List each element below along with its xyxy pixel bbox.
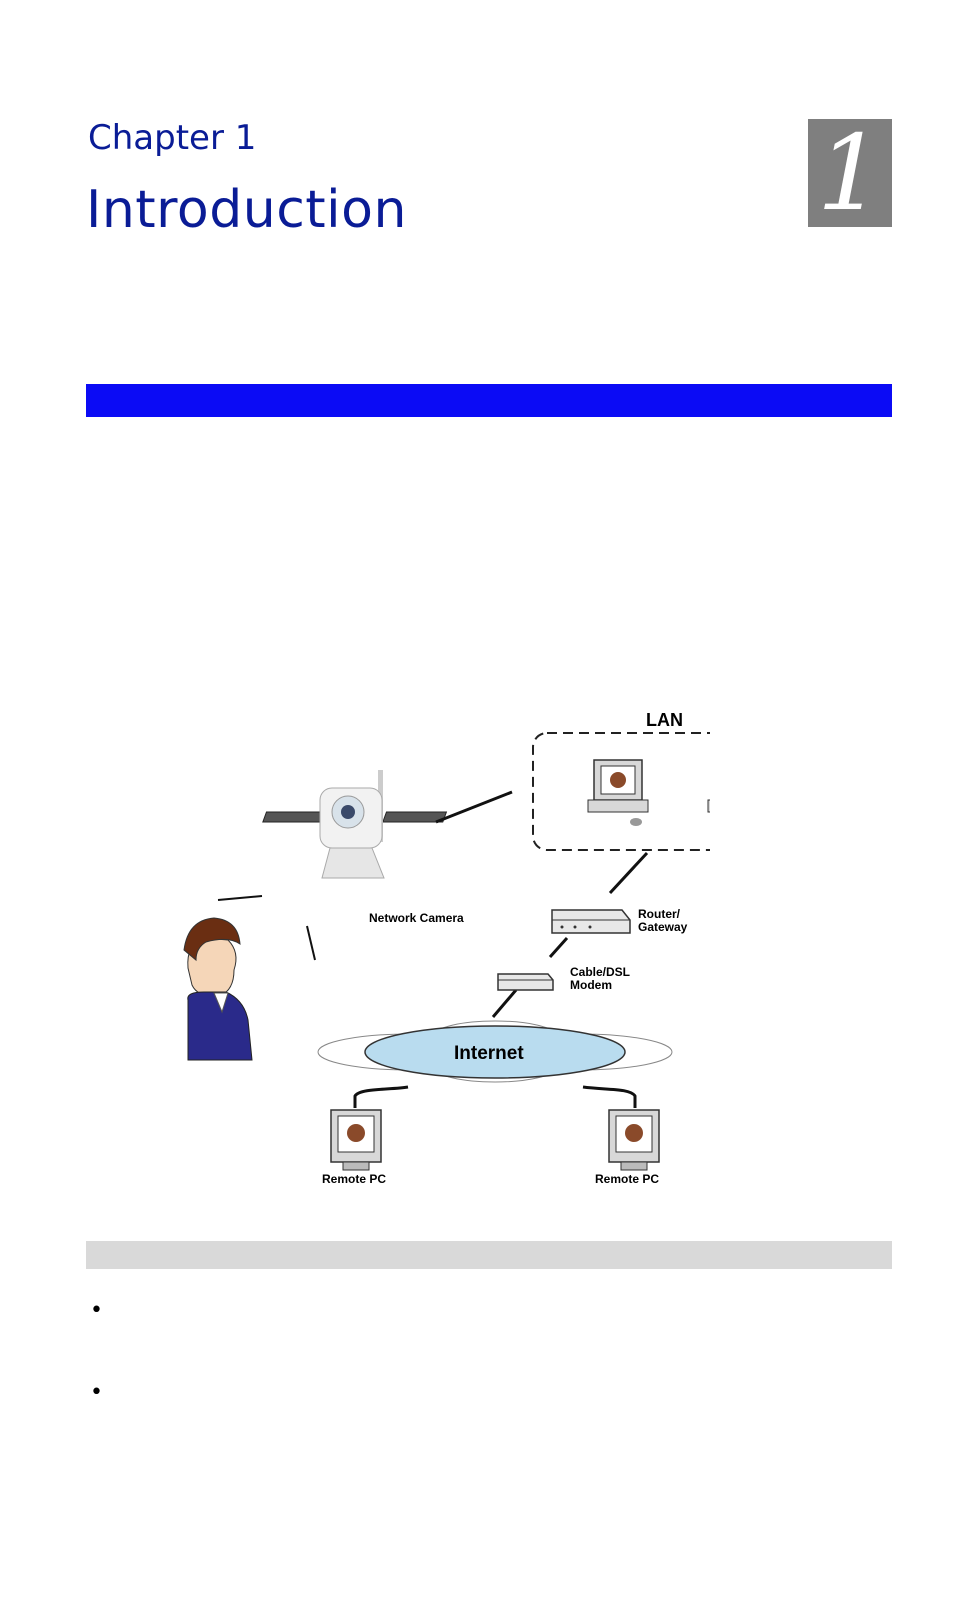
modem-label: Cable/DSL [570,965,630,979]
user-person-icon [183,917,253,1061]
router-modem-link [548,936,569,959]
chapter-number-badge: 1 [808,119,892,227]
lan-label: LAN [646,710,683,730]
internet-cloud-icon [317,1020,673,1083]
modem-label: Modem [570,978,612,992]
remote-pc-icon [330,1109,382,1171]
remote-pc-label: Remote PC [595,1172,659,1186]
router-icon [551,909,631,934]
modem-internet-link [491,989,518,1018]
section-heading-bar [86,384,892,417]
network-diagram: LAN Network Camera Router [183,710,710,1186]
camera-lan-link [435,790,513,824]
internet-remote-link [353,1085,409,1108]
lan-box [532,732,710,851]
wireless-line [217,895,263,901]
page-title: Introduction [86,180,407,240]
camera-label: Network Camera [369,911,464,925]
bullet-marker: • [90,1380,103,1405]
remote-pc-icon [608,1109,660,1171]
network-camera-icon [319,770,385,879]
wireless-line [306,925,316,961]
lan-pc-icon [262,759,649,826]
router-label: Gateway [638,920,688,934]
internet-remote-link [582,1085,637,1108]
modem-icon [497,973,554,991]
bullet-marker: • [90,1298,103,1323]
internet-label: Internet [454,1043,524,1064]
subsection-heading-bar [86,1241,892,1269]
router-label: Router/ [638,907,681,921]
chapter-label: Chapter 1 [88,118,257,158]
lan-router-link [608,851,649,895]
lan-pc-icon [382,799,710,823]
remote-pc-label: Remote PC [322,1172,386,1186]
